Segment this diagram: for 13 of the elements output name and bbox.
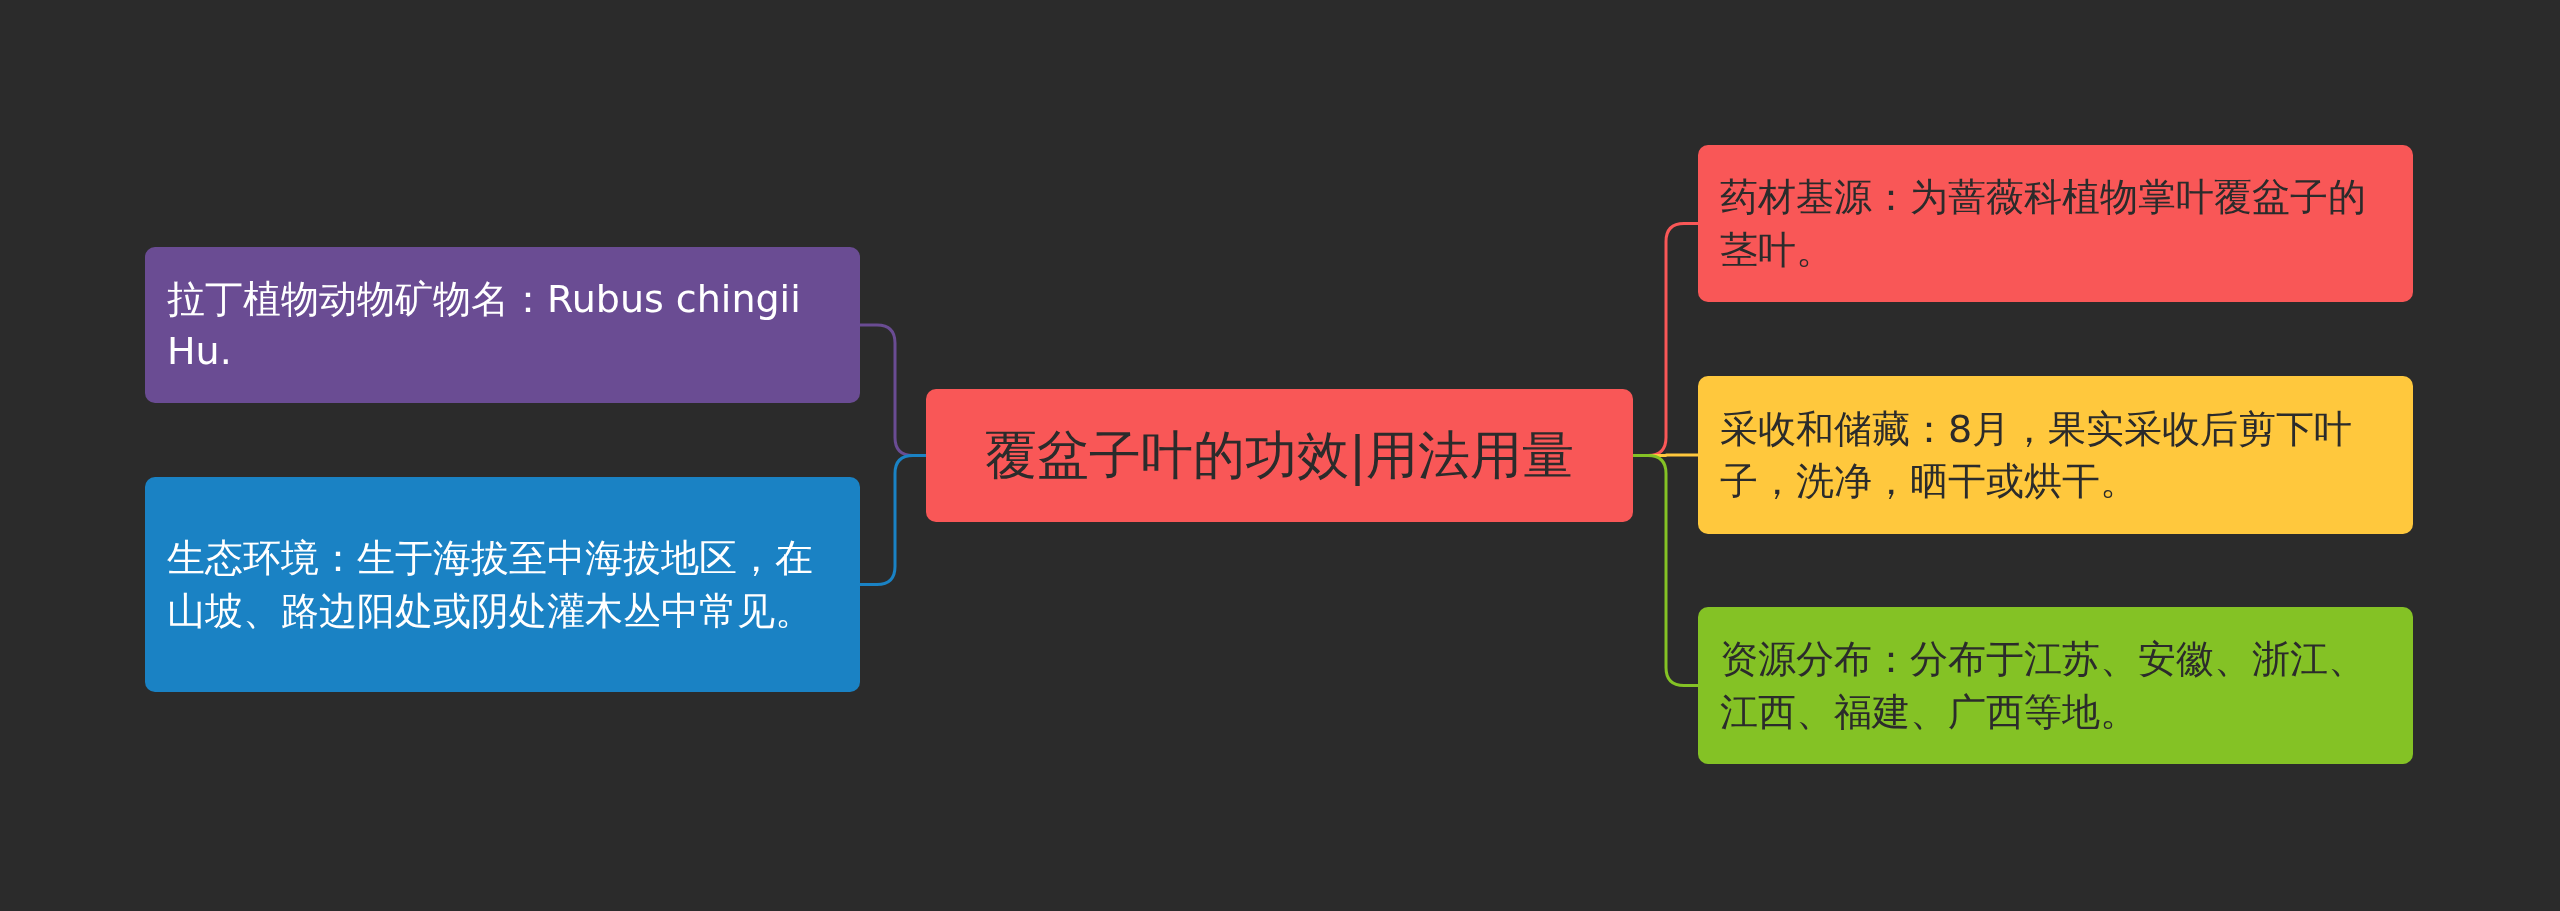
topic-text: 覆盆子叶的功效|用法用量 xyxy=(984,423,1575,488)
branch-text: 生态环境：生于海拔至中海拔地区，在山坡、路边阳处或阴处灌木丛中常见。 xyxy=(167,535,814,635)
connector-line xyxy=(860,454,926,586)
branch-text: 药材基源：为蔷薇科植物掌叶覆盆子的茎叶。 xyxy=(1720,174,2367,274)
branch-box xyxy=(145,477,860,692)
branch-box xyxy=(1698,145,2413,302)
branch-box xyxy=(1698,607,2413,764)
branch-box xyxy=(1698,376,2413,534)
branch-box xyxy=(145,247,860,403)
branch-text: 拉丁植物动物矿物名：Rubus chingii Hu. xyxy=(167,275,802,375)
branch-text: 采收和储藏：8月，果实采收后剪下叶子，洗净，晒干或烘干。 xyxy=(1720,405,2354,505)
branch-text: 资源分布：分布于江苏、安徽、浙江、江西、福建、广西等地。 xyxy=(1720,636,2367,736)
topic-box xyxy=(926,389,1633,522)
